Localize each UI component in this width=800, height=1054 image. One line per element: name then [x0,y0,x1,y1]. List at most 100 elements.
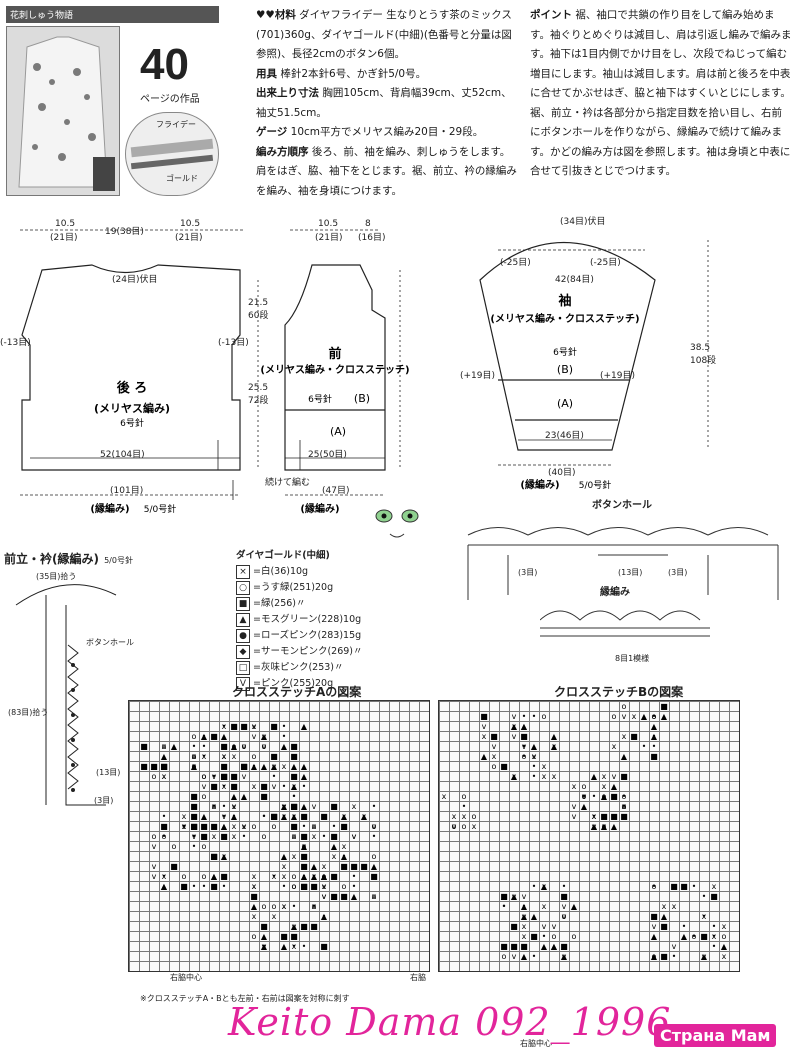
stitch-symbol: ■ [220,762,228,771]
stitch-symbol: ■ [500,942,508,951]
stitch-symbol: • [192,832,197,841]
stitch-symbol: x [712,932,717,941]
back-border-label: (縁編み) [90,502,129,515]
stitch-symbol: ▲ [321,872,328,881]
stitch-symbol: o [292,882,297,891]
stitch-symbol: ▲ [341,812,348,821]
stitch-symbol: ▲ [161,882,168,891]
stitch-symbol: x [542,762,547,771]
stitch-symbol: • [282,732,287,741]
stitch-symbol: ■ [230,722,238,731]
stitch-symbol: o [292,872,297,881]
stitch-symbol: x [352,862,357,871]
stitch-symbol: ▲ [301,872,308,881]
front-dim-w1s: (21目) [315,232,342,243]
stitch-symbol: ▲ [601,822,608,831]
stitch-symbol: ▲ [231,812,238,821]
collar-title-row: 前立・衿(縁編み) 5/0号針 [4,548,133,567]
stitch-symbol: x [262,922,267,931]
stitch-symbol: ▲ [221,822,228,831]
chart-b-symbols: xv■ooo▲■•v▲•xx▲▲xv•xx▲•v▲x•▲vv■x•v▲•x■v•… [442,702,728,961]
stitch-symbol: ■ [660,702,668,711]
stitch-symbol: o [502,952,507,961]
color-legend: ダイヤゴールド(中細) ×=白(36)10g○=うす緑(251)20g■=緑(2… [236,548,426,692]
stitch-symbol: v [532,752,537,761]
stitch-symbol: • [462,802,467,811]
stitch-symbol: v [232,782,237,791]
legend-item: ■=緑(256)〃 [236,596,426,612]
stitch-symbol: v [252,732,257,741]
length-rows: 72段 [248,394,268,406]
stitch-symbol: x [492,752,497,761]
stitch-symbol: • [532,772,537,781]
stitch-symbol: • [172,862,177,871]
back-bottom-dim: 52(104目) [100,449,145,460]
sleeve-piece-outline [479,242,656,451]
stitch-symbol: ■ [140,742,148,751]
stitch-symbol: x [672,902,677,911]
stitch-symbol: • [262,812,267,821]
stitch-symbol: ■ [300,862,308,871]
stitch-symbol: o [272,722,277,731]
stitch-symbol: ▲ [321,872,328,881]
stitch-symbol: x [282,902,287,911]
stitch-symbol: • [212,772,217,781]
sleeve-border-label: (縁編み) [520,478,559,491]
stitch-symbol: x [282,902,287,911]
join-label: 続けて編む [265,476,310,488]
stitch-symbol: • [262,812,267,821]
stitch-symbol: ■ [370,872,378,881]
stitch-symbol: ■ [280,932,288,941]
stitch-symbol: o [622,792,627,801]
stitch-symbol: x [322,882,327,891]
stitch-symbol: v [282,802,287,811]
stitch-symbol: x [632,712,637,721]
stitch-symbol: ■ [290,742,298,751]
stitch-symbol: x [702,932,707,941]
stitch-symbol: v [242,742,247,751]
stitch-symbol: o [232,742,237,751]
stitch-symbol: • [522,712,527,721]
stitch-symbol: o [202,772,207,781]
legend-list: ×=白(36)10g○=うす緑(251)20g■=緑(256)〃▲=モスグリーン… [236,564,426,692]
stitch-symbol: • [522,742,527,751]
stitch-symbol: o [232,772,237,781]
stitch-symbol: ■ [190,802,198,811]
stitch-symbol: ▲ [291,782,298,791]
stitch-symbol: ■ [210,822,218,831]
tools-text: 棒針2本針6号、かぎ針5/0号。 [280,67,427,80]
stitch-symbol: v [652,912,657,921]
stitch-symbol: • [192,742,197,751]
stitch-symbol: o [372,822,377,831]
stitch-symbol: ▲ [301,842,308,851]
stitch-symbol: o [252,752,257,761]
stitch-symbol: v [272,762,277,771]
stitch-symbol: ■ [340,822,348,831]
stitch-symbol: • [532,762,537,771]
section-tag-text: 花刺しゅう物語 [10,11,74,21]
stitch-symbol: ▲ [261,732,268,741]
stitch-symbol: o [242,742,247,751]
stitch-symbol: v [312,802,317,811]
stitch-symbol: v [282,802,287,811]
stitch-symbol: ■ [650,752,658,761]
collar-diagram: (35目)拾う (83目)拾う (13目) (3目) ボタンホール [8,571,134,806]
stitch-symbol: x [162,742,167,751]
legend-item: ●=ローズピンク(283)15g [236,628,426,644]
sleeve-needle: 6号針 [553,346,577,358]
stitch-symbol: ▲ [371,862,378,871]
sleeve-border-hook: 5/0号針 [579,479,612,491]
stitch-symbol: ▲ [521,902,528,911]
stitch-symbol: ▲ [511,722,518,731]
stitch-symbol: v [572,802,577,811]
stitch-symbol: • [312,882,317,891]
stitch-symbol: v [202,832,207,841]
stitch-symbol: x [602,772,607,781]
stitch-symbol: • [712,922,717,931]
stitch-symbol: v [232,802,237,811]
stitch-symbol: x [272,912,277,921]
stitch-symbol: ▲ [511,892,518,901]
stitch-symbol: x [712,882,717,891]
stitch-symbol: ▲ [661,912,668,921]
stitch-symbol: ■ [210,732,218,741]
